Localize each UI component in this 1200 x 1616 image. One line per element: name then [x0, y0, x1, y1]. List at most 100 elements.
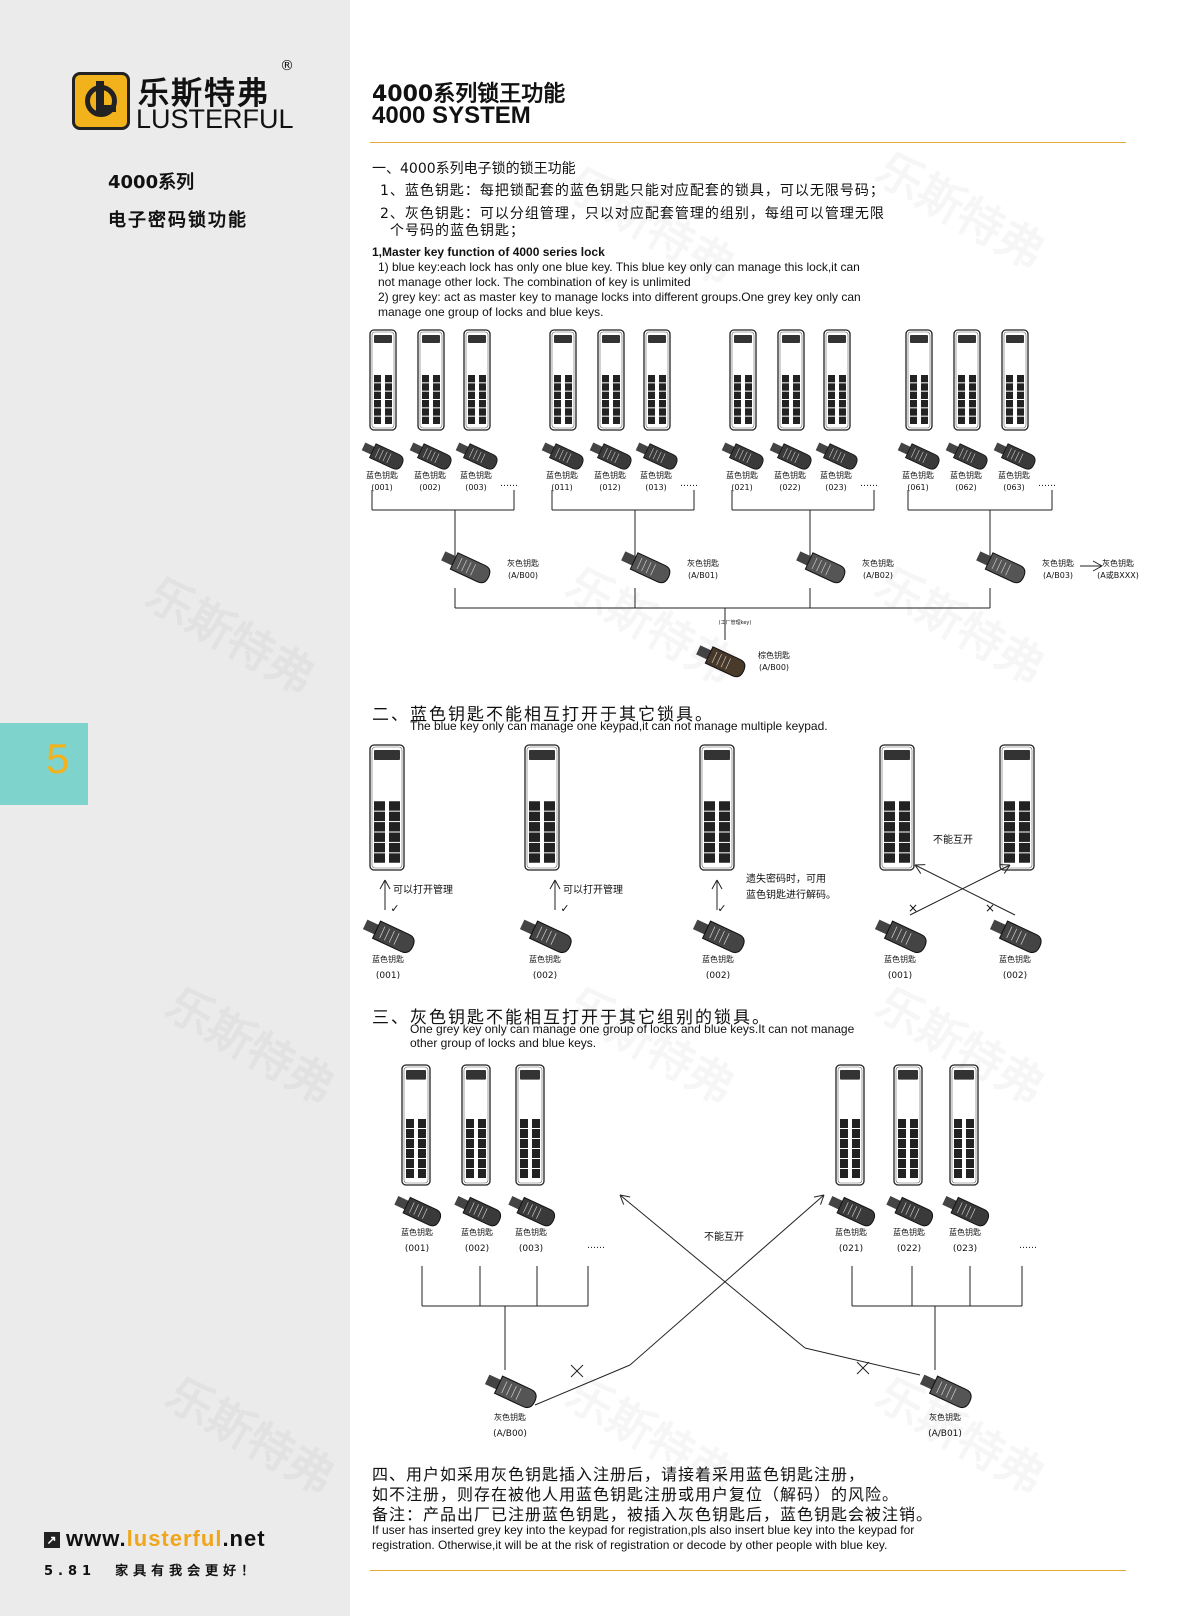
blue-key-code: (021): [731, 483, 753, 492]
arrow-head-icon: [549, 879, 561, 890]
key-fob-icon: [635, 442, 678, 470]
blue-key-label: 蓝色钥匙: [820, 470, 852, 480]
arrow-line: [804, 1347, 921, 1376]
section4-en-b: registration. Otherwise,it will be at th…: [372, 1538, 888, 1552]
website-accent: lusterful: [126, 1526, 223, 1551]
key-fob-icon: [361, 442, 404, 470]
grey-key-code: (A或BXXX): [1097, 570, 1139, 580]
blue-key-code: (002): [419, 483, 441, 492]
blue-key-code: (002): [533, 971, 557, 981]
section4-en-a: If user has inserted grey key into the k…: [372, 1523, 915, 1537]
arrow-head-icon: [1092, 560, 1103, 572]
blue-key-code: (001): [371, 483, 393, 492]
blue-key-code: (061): [907, 483, 929, 492]
grey-key-code: (A/B00): [493, 1429, 527, 1439]
keypad-lock-icon: [823, 329, 851, 431]
grey-key-label: 灰色钥匙: [494, 1412, 526, 1422]
lost-code-label: 遗失密码时，可用: [746, 872, 826, 885]
grey-key-code: (A/B02): [863, 571, 893, 580]
blue-key-label: 蓝色钥匙: [640, 470, 672, 480]
website-prefix: www.: [66, 1526, 127, 1551]
keypad-lock-icon: [549, 329, 577, 431]
ellipsis: ……: [587, 1241, 605, 1251]
brand-mark-icon: [72, 72, 130, 130]
keypad-lock-icon: [1001, 329, 1029, 431]
keypad-lock-icon: [893, 1064, 923, 1186]
blue-key-label: 蓝色钥匙: [461, 1227, 493, 1237]
keypad-lock-icon: [597, 329, 625, 431]
blue-key-label: 蓝色钥匙: [594, 470, 626, 480]
grey-key-code: (A/B01): [688, 571, 718, 580]
key-fob-icon: [897, 442, 940, 470]
chapter-tab: 5: [0, 723, 88, 805]
blue-key-label: 蓝色钥匙: [460, 470, 492, 480]
website-link[interactable]: ↗www.lusterful.net: [44, 1526, 266, 1552]
blue-key-code: (002): [706, 971, 730, 981]
grey-key-code: (A/B03): [1043, 571, 1073, 580]
blue-key-label: 蓝色钥匙: [999, 954, 1031, 964]
arrow-head-icon: [999, 864, 1011, 874]
blue-key-label: 蓝色钥匙: [529, 954, 561, 964]
arrow-line: [914, 864, 1016, 916]
blue-key-code: (063): [1003, 483, 1025, 492]
check-mark-icon: ✓: [560, 902, 569, 915]
section1-heading-en: 1,Master key function of 4000 series loc…: [372, 245, 605, 259]
cross-icon: [856, 1361, 870, 1375]
key-fob-icon: [508, 1196, 556, 1227]
key-fob-icon: [621, 551, 671, 584]
ellipsis: ……: [860, 479, 878, 489]
key-fob-icon: [589, 442, 632, 470]
blue-key-label: 蓝色钥匙: [401, 1227, 433, 1237]
keypad-lock-icon: [461, 1064, 491, 1186]
section4-line1: 四、用户如采用灰色钥匙插入注册后，请接着采用蓝色钥匙注册，: [372, 1465, 866, 1484]
keypad-lock-icon: [949, 1064, 979, 1186]
section1-en-1b: not manage other lock. The combination o…: [378, 275, 691, 289]
grey-key-label: 灰色钥匙: [929, 1412, 961, 1422]
page-title-en: 4000 SYSTEM: [372, 102, 531, 129]
keypad-lock-icon: [905, 329, 933, 431]
blue-key-label: 蓝色钥匙: [515, 1227, 547, 1237]
section1-line2: 2、灰色钥匙：可以分组管理，只以对应配套管理的组别，每组可以管理无限 个号码的蓝…: [380, 206, 885, 240]
key-fob-icon: [769, 442, 812, 470]
chapter-number: 5: [46, 735, 70, 782]
blue-key-label: 蓝色钥匙: [546, 470, 578, 480]
blue-key-code: (002): [465, 1244, 489, 1254]
section2-heading: 二、蓝色钥匙不能相互打开于其它锁具。: [372, 705, 714, 725]
blue-key-code: (062): [955, 483, 977, 492]
key-fob-icon: [362, 919, 415, 954]
key-fob-icon: [541, 442, 584, 470]
section1-line1: 1、蓝色钥匙：每把锁配套的蓝色钥匙只能对应配套的锁具，可以无限号码；: [380, 183, 885, 199]
key-fob-icon: [828, 1196, 876, 1227]
arrow-head-icon: [914, 864, 926, 874]
blue-key-label: 蓝色钥匙: [884, 954, 916, 964]
blue-key-code: (013): [645, 483, 667, 492]
main-content: 4000系列锁王功能 4000 SYSTEM 一、4000系列电子锁的锁王功能 …: [350, 0, 1200, 1616]
blue-key-code: (003): [465, 483, 487, 492]
key-fob-icon: [441, 551, 491, 584]
section1-line2a: 2、灰色钥匙：可以分组管理，只以对应配套管理的组别，每组可以管理无限: [380, 206, 885, 222]
ellipsis: ……: [500, 479, 518, 489]
blue-key-label: 蓝色钥匙: [774, 470, 806, 480]
arrow-head-icon: [813, 1194, 825, 1205]
can-open-label: 可以打开管理: [393, 883, 453, 896]
section3-heading: 三、灰色钥匙不能相互打开于其它组别的锁具。: [372, 1008, 771, 1028]
check-mark-icon: ✓: [390, 902, 399, 915]
arrow-line: [909, 864, 1011, 916]
key-fob-icon: [394, 1196, 442, 1227]
cannot-interopen-label: 不能互开: [933, 833, 973, 846]
grey-key-code: (A/B00): [508, 571, 538, 580]
cross-icon: ×: [908, 901, 918, 915]
blue-key-label: 蓝色钥匙: [726, 470, 758, 480]
section1-line2b: 个号码的蓝色钥匙；: [390, 223, 525, 239]
blue-key-label: 蓝色钥匙: [950, 470, 982, 480]
ellipsis: ……: [1038, 479, 1056, 489]
grey-key-label: 灰色钥匙: [862, 558, 894, 568]
section4-en: If user has inserted grey key into the k…: [372, 1523, 914, 1553]
arrow-line: [534, 1364, 631, 1406]
sidebar-series: 4000系列: [108, 172, 195, 193]
can-open-label: 可以打开管理: [563, 883, 623, 896]
section4-line3: 备注：产品出厂已注册蓝色钥匙，被插入灰色钥匙后，蓝色钥匙会被注销。: [372, 1505, 934, 1524]
grey-key-label: 灰色钥匙: [1102, 558, 1134, 568]
blue-key-code: (022): [779, 483, 801, 492]
keypad-lock-icon: [729, 329, 757, 431]
